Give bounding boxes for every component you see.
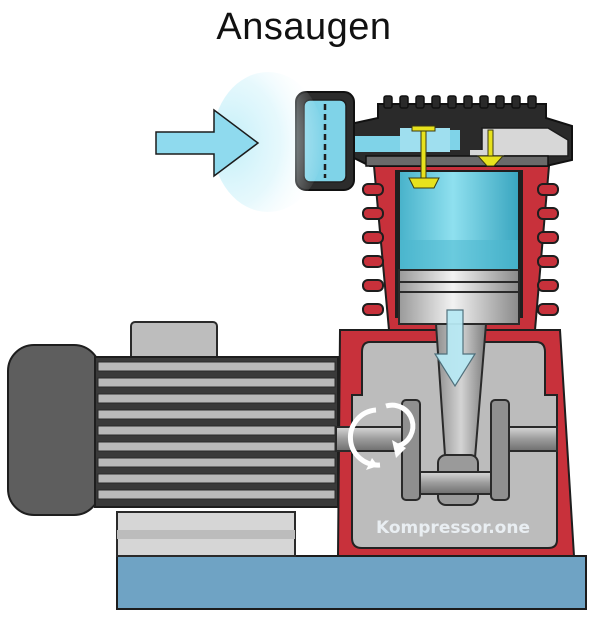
motor-fin <box>97 393 336 404</box>
cylinder-fin <box>362 255 384 268</box>
arrow-down-icon <box>433 309 477 388</box>
head-fin <box>495 95 505 109</box>
cylinder-fin <box>537 279 559 292</box>
motor-cooling-fins <box>97 361 336 500</box>
motor-fin <box>97 457 336 468</box>
cylinder-fins-right <box>537 183 559 316</box>
cylinder-air-lower <box>400 240 518 274</box>
motor-fin <box>97 473 336 484</box>
arrow-right-icon <box>155 108 260 178</box>
valve-plate <box>365 155 549 167</box>
motor-fin <box>97 441 336 452</box>
head-fin <box>527 95 537 109</box>
cylinder-fin <box>362 279 384 292</box>
base-plate <box>116 555 587 610</box>
cylinder-head-fins <box>383 95 537 109</box>
intake-air-glow <box>212 72 324 212</box>
motor-body <box>94 356 339 508</box>
head-fin <box>463 95 473 109</box>
rotate-ccw-icon <box>348 402 416 470</box>
brand-label: Kompressor.one <box>376 518 530 538</box>
cylinder-fin <box>362 303 384 316</box>
head-fin <box>447 95 457 109</box>
motor-fin <box>97 489 336 500</box>
motor-foot <box>116 511 296 557</box>
motor-fin <box>97 409 336 420</box>
head-fin <box>479 95 489 109</box>
motor-fin <box>97 425 336 436</box>
head-fin <box>415 95 425 109</box>
cylinder-head <box>349 95 573 167</box>
motor-end-cap <box>7 344 101 516</box>
crankshaft <box>335 399 558 501</box>
cylinder-fin <box>537 207 559 220</box>
head-fin <box>511 95 521 109</box>
cylinder-fin <box>537 255 559 268</box>
diagram-title: Ansaugen <box>216 6 392 48</box>
cylinder-fin <box>362 207 384 220</box>
cylinder-fin <box>362 183 384 196</box>
outlet-valve <box>476 129 505 167</box>
cylinder-fins-left <box>362 183 384 316</box>
intake-valve <box>408 125 440 189</box>
cylinder-fin <box>537 303 559 316</box>
cylinder-fin <box>537 231 559 244</box>
motor-fin <box>97 377 336 388</box>
cylinder-fin <box>537 183 559 196</box>
motor-fin <box>97 361 336 372</box>
head-fin <box>383 95 393 109</box>
cylinder-fin <box>362 231 384 244</box>
head-fin <box>431 95 441 109</box>
head-fin <box>399 95 409 109</box>
